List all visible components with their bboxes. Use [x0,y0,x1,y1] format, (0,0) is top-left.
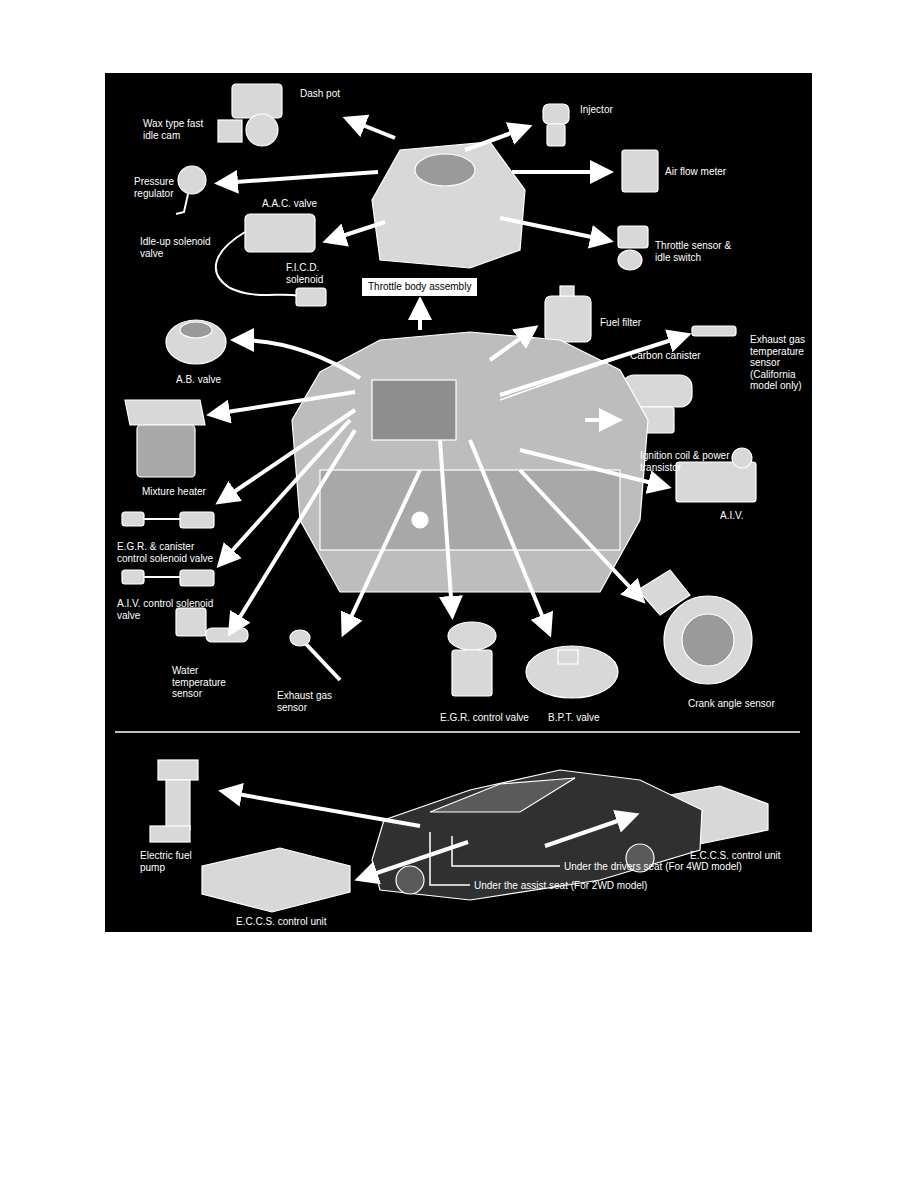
part-label: A.A.C. valve [262,198,317,210]
part-label: Injector [580,104,613,116]
part-label: Electric fuel pump [140,850,200,873]
part-label: Fuel filter [600,317,641,329]
part-label: Exhaust gas sensor [277,690,337,713]
part-label: Under the assist seat (For 2WD model) [474,880,647,892]
part-label: Exhaust gas temperature sensor (Californ… [750,334,810,392]
part-label: E.G.R. control valve [440,712,529,724]
part-label: Water temperature sensor [172,665,242,700]
part-label: Crank angle sensor [688,698,775,710]
part-label: A.B. valve [176,374,221,386]
part-label: F.I.C.D. solenoid [286,262,336,285]
part-label: Under the drivers seat (For 4WD model) [564,861,742,873]
part-label: E.C.C.S. control unit [690,850,781,862]
part-label: Dash pot [300,88,340,100]
box-label: Throttle body assembly [368,281,471,293]
part-label: Carbon canister [630,350,701,362]
part-label: Wax type fast idle cam [143,118,221,141]
part-label: E.G.R. & canister control solenoid valve [117,541,227,564]
part-label: B.P.T. valve [548,712,600,724]
part-label: Air flow meter [665,166,726,178]
part-label: Mixture heater [142,486,206,498]
part-label: A.I.V. [720,510,744,522]
part-label: Idle-up solenoid valve [140,236,235,259]
part-label: Pressure regulator [134,176,194,199]
part-label: Throttle sensor & idle switch [655,240,740,263]
part-label: E.C.C.S. control unit [236,916,327,928]
assembly-box: Throttle body assembly [362,278,477,296]
part-label: Ignition coil & power transistor [640,450,750,473]
part-label: A.I.V. control solenoid valve [117,598,227,621]
